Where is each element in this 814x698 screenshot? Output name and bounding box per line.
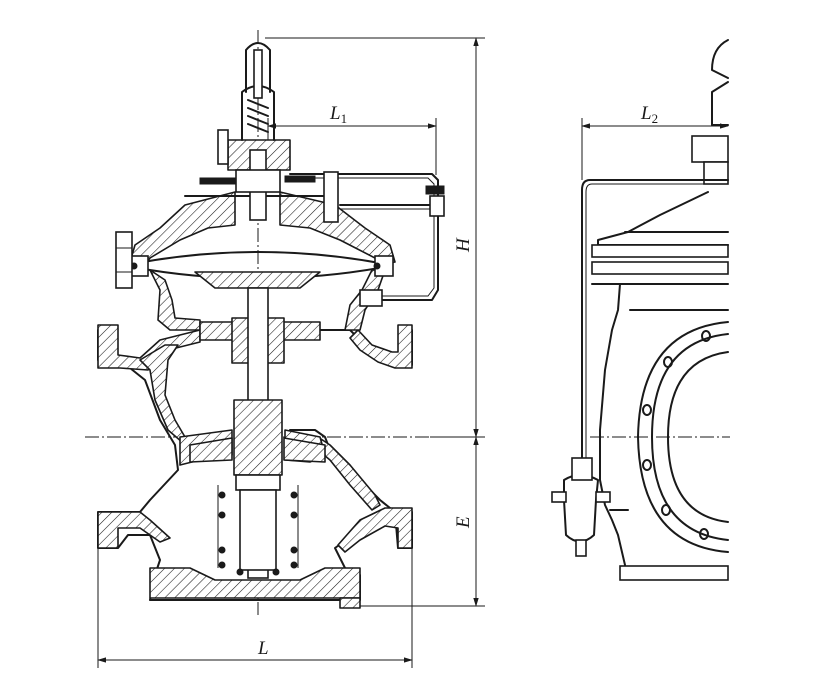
pilot-block bbox=[235, 169, 281, 193]
pilot-needle-right bbox=[284, 175, 316, 183]
partition-wall-right bbox=[317, 436, 381, 511]
side-flange-2 bbox=[591, 261, 729, 275]
tube-fitting-a bbox=[323, 171, 339, 223]
valve-disc bbox=[189, 437, 233, 463]
tube-fitting-d bbox=[425, 185, 445, 195]
label-l2-main: L bbox=[640, 103, 652, 124]
pilot-needle-left bbox=[199, 177, 237, 185]
section-view bbox=[85, 30, 445, 615]
tube-fitting-b bbox=[429, 195, 445, 217]
bolt-right bbox=[373, 262, 381, 270]
label-l1: L1 bbox=[329, 103, 347, 126]
strainer-body bbox=[563, 474, 599, 543]
label-l2-sub: 2 bbox=[652, 111, 659, 126]
side-base bbox=[619, 565, 729, 581]
tube-fitting-c bbox=[359, 289, 383, 307]
side-bore bbox=[667, 351, 729, 523]
valve-disc-right bbox=[283, 437, 326, 463]
side-flange-ring bbox=[651, 333, 729, 541]
label-l1-main: L bbox=[329, 103, 341, 124]
label-e: E bbox=[453, 516, 474, 529]
label-l: L bbox=[257, 638, 269, 659]
disc-nut bbox=[235, 474, 281, 491]
partition-wall-left bbox=[139, 344, 186, 443]
diaphragm-plate bbox=[194, 271, 321, 289]
control-tube-inner bbox=[290, 177, 435, 297]
side-control-tube bbox=[581, 179, 729, 461]
lower-chamber-housing bbox=[149, 269, 201, 331]
side-body-outline bbox=[599, 283, 626, 566]
diaphragm bbox=[131, 251, 386, 265]
adjusting-cap bbox=[245, 42, 271, 93]
strainer-left-port bbox=[551, 491, 567, 503]
adjusting-screw bbox=[253, 49, 263, 99]
side-pilot-body bbox=[711, 81, 729, 126]
side-flange-outer bbox=[637, 321, 729, 553]
outlet-flange-lower bbox=[337, 507, 413, 553]
side-pilot-block bbox=[691, 135, 729, 163]
side-pilot-cap bbox=[711, 39, 729, 79]
inlet-flange-lower bbox=[97, 511, 171, 549]
label-l2: L2 bbox=[640, 103, 658, 126]
side-control-tube-inner bbox=[585, 183, 728, 460]
side-bolt-holes bbox=[642, 330, 711, 540]
bottom-boss bbox=[339, 597, 361, 609]
dimensions: H E L1 L2 L bbox=[97, 37, 729, 668]
strainer-top bbox=[571, 457, 593, 481]
outlet-flange-upper bbox=[349, 324, 413, 369]
label-l1-sub: 1 bbox=[341, 111, 348, 126]
bottom-cover bbox=[149, 567, 361, 599]
strainer-right-port bbox=[595, 491, 611, 503]
side-flange-1 bbox=[591, 244, 729, 258]
side-plug bbox=[115, 231, 133, 289]
label-h: H bbox=[453, 237, 474, 253]
disc-housing bbox=[233, 399, 283, 476]
pilot-spring bbox=[247, 99, 269, 133]
pilot-fitting-left bbox=[217, 129, 229, 165]
control-tube bbox=[289, 173, 439, 301]
side-view bbox=[551, 39, 730, 581]
lower-stem-guide bbox=[239, 489, 277, 571]
lower-spring bbox=[218, 491, 298, 576]
side-bonnet bbox=[597, 191, 729, 246]
strainer-drain bbox=[575, 539, 587, 557]
